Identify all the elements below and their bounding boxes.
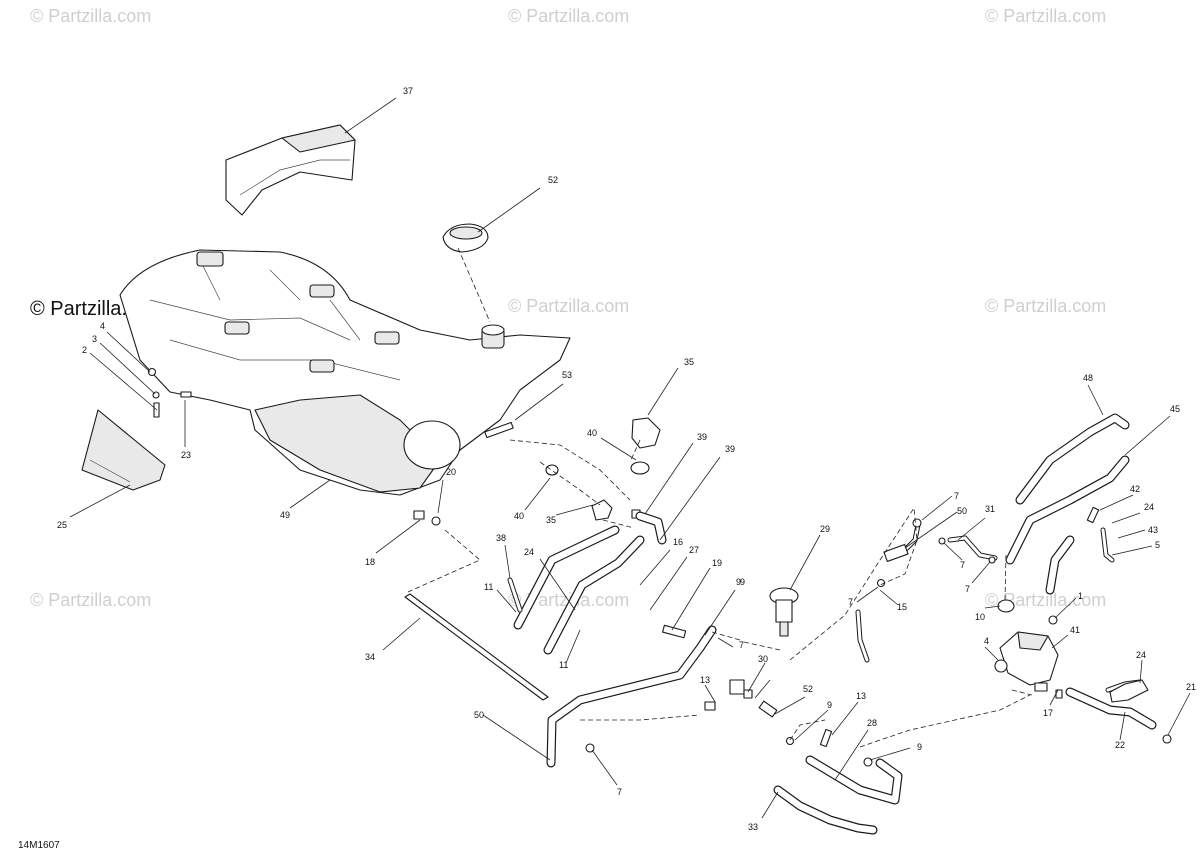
callout-label: 2	[82, 345, 87, 355]
callout-label: 5	[1155, 540, 1160, 550]
callout-label: 28	[867, 718, 877, 728]
part-vent-valves	[545, 417, 661, 521]
callout-label: 18	[365, 557, 375, 567]
callout-label: 3	[92, 334, 97, 344]
callout-label: 15	[897, 602, 907, 612]
watermark: © Partzilla.com	[985, 6, 1106, 26]
callout-label: 9	[917, 742, 922, 752]
callout-label: 11	[559, 660, 568, 670]
callout-label: 24	[1136, 650, 1146, 660]
part-fuel-cap	[442, 223, 489, 253]
callout-label: 50	[474, 710, 484, 720]
part-side-panel	[81, 409, 166, 491]
watermark: © Partzilla.com	[508, 296, 629, 316]
callout-label: 20	[446, 467, 456, 477]
callout-label: 7	[848, 597, 853, 607]
callout-label: 49	[280, 510, 290, 520]
callout-label: 1	[1078, 591, 1083, 601]
callout-label: 30	[758, 654, 768, 664]
callout-label: 24	[1144, 502, 1154, 512]
callout-label: 52	[548, 175, 558, 185]
watermark-group: © Partzilla.com © Partzilla.com © Partzi…	[30, 6, 1106, 610]
callout-label: 13	[856, 691, 866, 701]
callout-label: 27	[689, 545, 699, 555]
callout-label: 9	[740, 577, 745, 587]
callout-label: 22	[1115, 740, 1125, 750]
callout-label: 50	[957, 506, 967, 516]
callout-label: 17	[1043, 708, 1053, 718]
callout-label: 13	[700, 675, 710, 685]
callout-label: 39	[697, 432, 707, 442]
callout-label: 45	[1170, 404, 1180, 414]
part-tank-cover	[225, 124, 356, 216]
callout-label: 37	[403, 86, 413, 96]
callout-label: 42	[1130, 484, 1140, 494]
callout-label: 33	[748, 822, 758, 832]
callout-label: 41	[1070, 625, 1080, 635]
callout-label: 7	[965, 584, 970, 594]
part-fittings	[585, 506, 1172, 767]
callout-label: 48	[1083, 373, 1093, 383]
watermark: © Partzilla.com	[508, 6, 629, 26]
callout-label: 52	[803, 684, 813, 694]
callout-label: 40	[514, 511, 524, 521]
watermark: © Partzilla.com	[985, 590, 1106, 610]
part-fuel-tank	[119, 249, 571, 496]
callout-label: 35	[546, 515, 556, 525]
callout-label: 7	[617, 787, 622, 797]
callout-label: 23	[181, 450, 191, 460]
diagram-code: 14M1607	[18, 840, 60, 851]
watermark: © Partzilla.com	[30, 6, 151, 26]
part-rod	[404, 593, 549, 701]
callout-label: 29	[820, 524, 830, 534]
callout-label: 38	[496, 533, 506, 543]
part-hoses	[507, 413, 1157, 835]
callout-label: 4	[984, 636, 989, 646]
callout-label: 31	[985, 504, 995, 514]
callout-label: 24	[524, 547, 534, 557]
callout-label: 43	[1148, 525, 1158, 535]
callout-label: 9	[736, 577, 741, 587]
part-fuel-pump	[769, 587, 799, 637]
part-valve-body	[994, 631, 1059, 692]
watermark: © Partzilla.com	[985, 296, 1106, 316]
callout-label: 9	[827, 700, 832, 710]
dashed-assembly-lines	[407, 247, 1033, 748]
callout-label: 40	[587, 428, 597, 438]
callout-label: 7	[960, 560, 965, 570]
callout-label: 39	[725, 444, 735, 454]
callout-label: 21	[1186, 682, 1196, 692]
callout-label: 25	[57, 520, 67, 530]
watermark: © Partzilla.com	[30, 590, 151, 610]
callout-label: 53	[562, 370, 572, 380]
callout-label: 11	[484, 582, 493, 592]
callout-label: 34	[365, 652, 375, 662]
callout-label: 7	[954, 491, 959, 501]
callout-label: 19	[712, 558, 722, 568]
callout-label: 4	[100, 321, 105, 331]
callout-label: 35	[684, 357, 694, 367]
leader-lines	[69, 97, 1191, 819]
callout-label: 16	[673, 537, 683, 547]
callout-labels: 37 52 4 3 2 23 25 49 53 35 40 39 20 18 4…	[57, 86, 1196, 832]
callout-label: 7	[739, 640, 744, 650]
callout-label: 10	[975, 612, 985, 622]
